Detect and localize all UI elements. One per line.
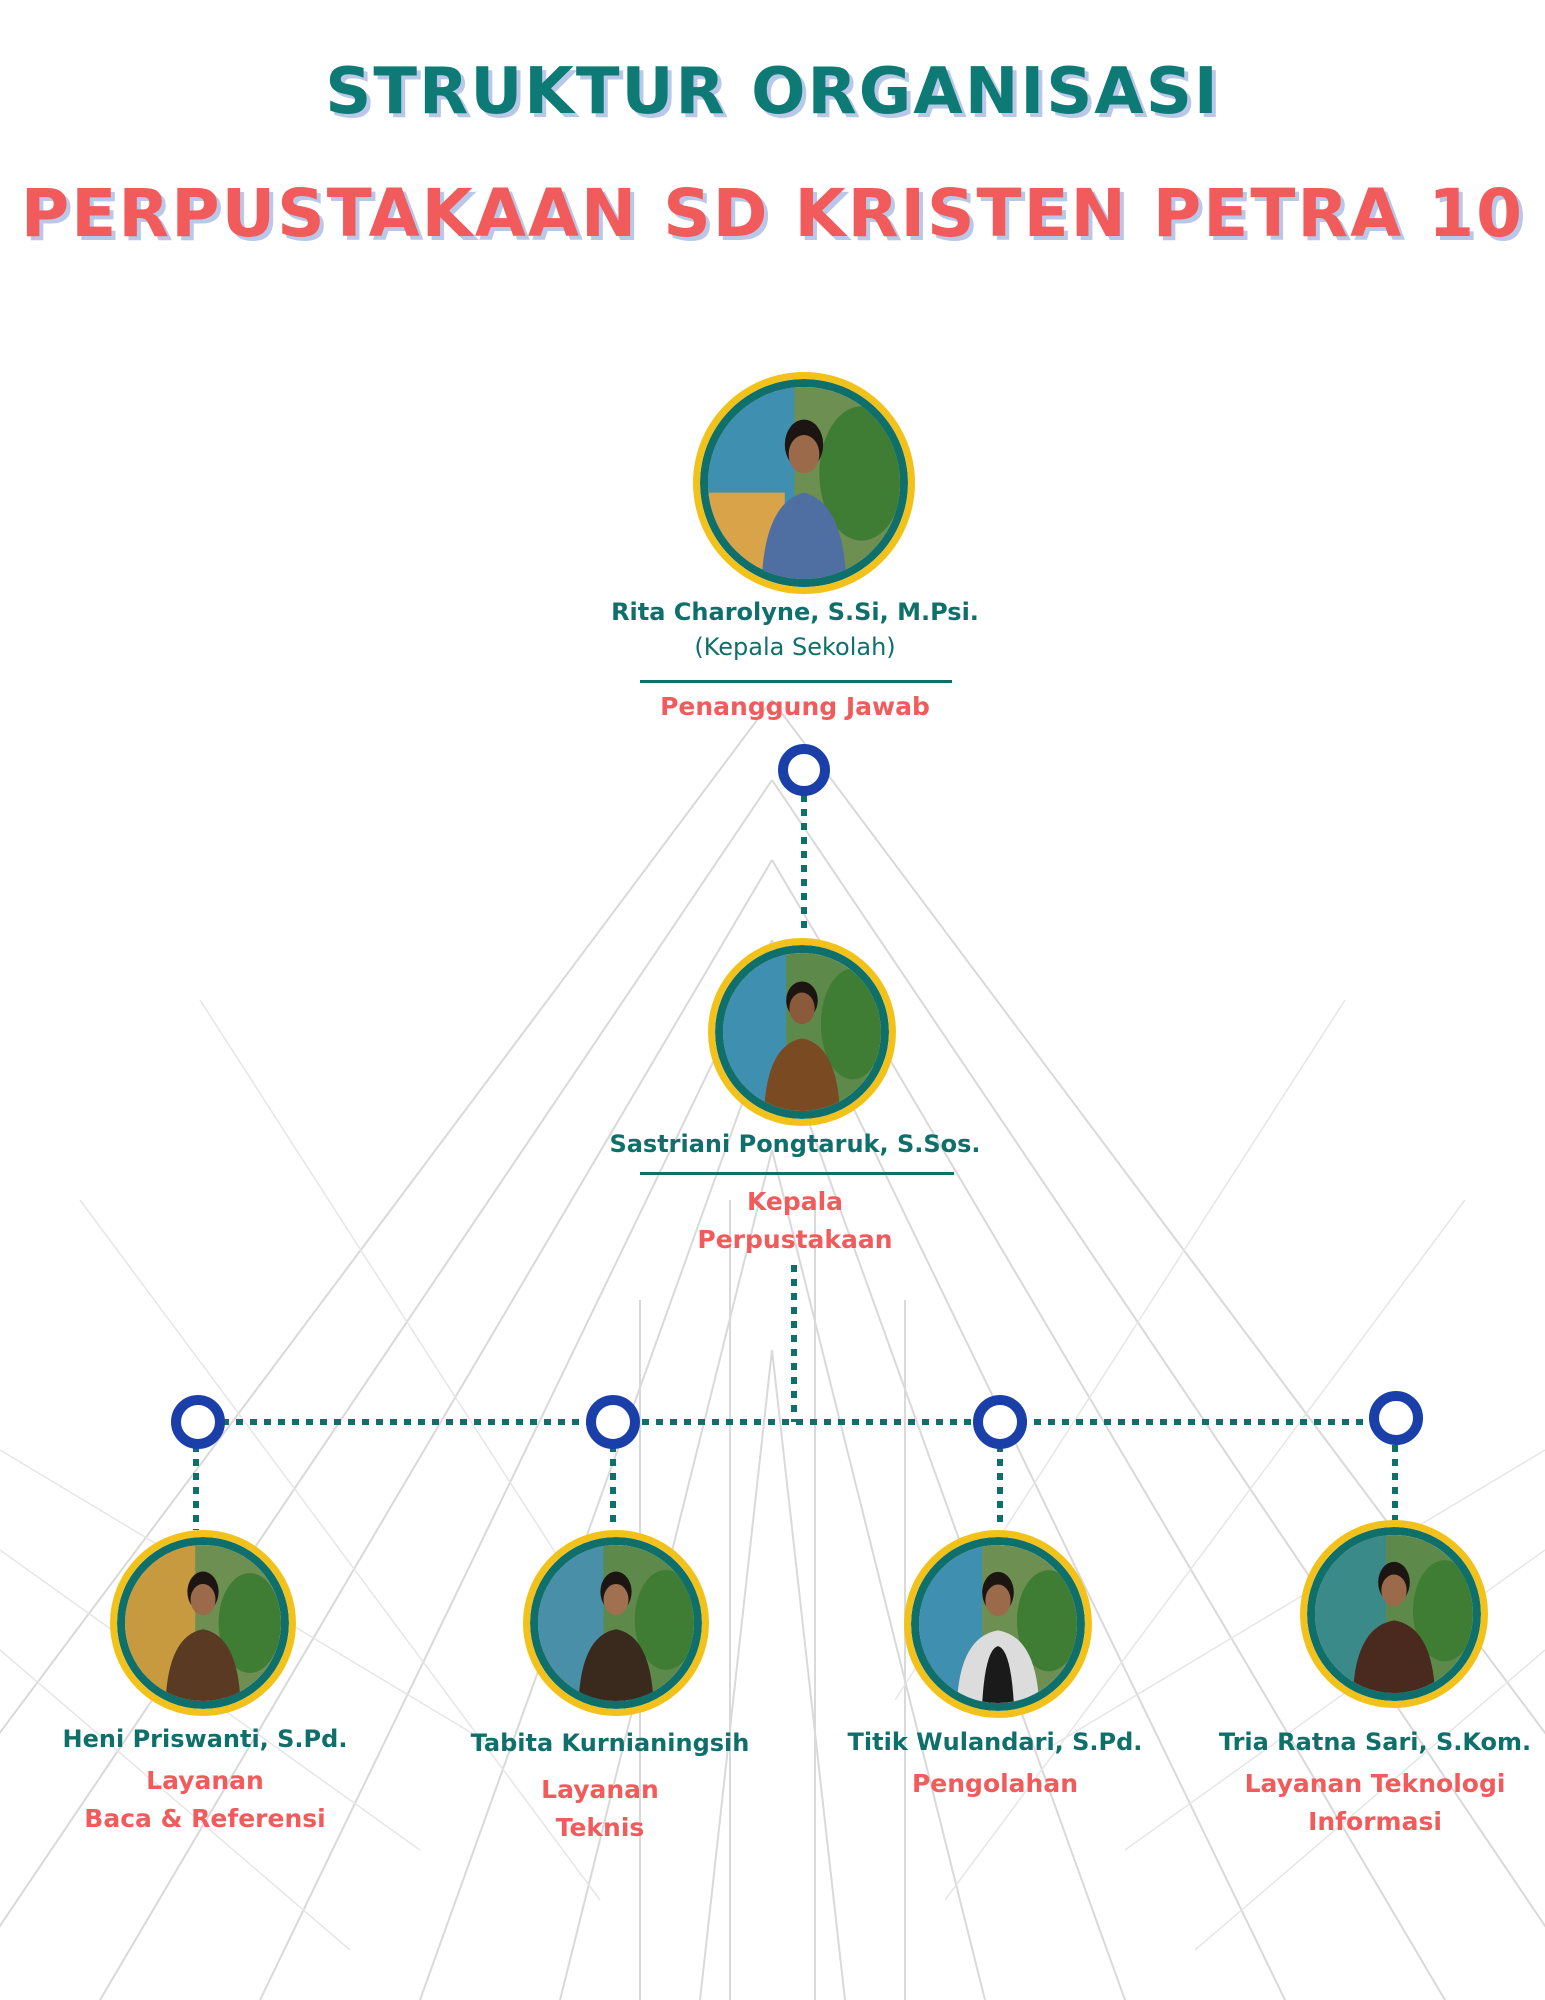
library-head-divider bbox=[640, 1172, 954, 1175]
staff-4-role: Layanan Teknologi Informasi bbox=[1215, 1765, 1535, 1841]
avatar-staff-3 bbox=[904, 1530, 1092, 1718]
avatar-library-head bbox=[708, 938, 896, 1126]
avatar-head bbox=[693, 372, 915, 594]
head-divider bbox=[640, 680, 952, 683]
head-position: (Kepala Sekolah) bbox=[694, 633, 896, 661]
node-staff-3 bbox=[973, 1395, 1027, 1449]
person-photo-icon bbox=[1315, 1535, 1473, 1693]
library-head-role-line2: Perpustakaan bbox=[697, 1225, 893, 1254]
staff-3-role: Pengolahan bbox=[830, 1765, 1160, 1803]
node-staff-2 bbox=[586, 1395, 640, 1449]
library-head-role: Kepala Perpustakaan bbox=[540, 1183, 1050, 1259]
staff-1-role-line2: Baca & Referensi bbox=[84, 1804, 326, 1833]
node-staff-1 bbox=[171, 1395, 225, 1449]
head-role: Penanggung Jawab bbox=[540, 688, 1050, 726]
avatar-staff-2 bbox=[523, 1530, 709, 1716]
avatar-staff-1 bbox=[110, 1530, 296, 1716]
staff-4-name: Tria Ratna Sari, S.Kom. bbox=[1218, 1728, 1532, 1756]
staff-1-role-line1: Layanan bbox=[146, 1766, 264, 1795]
title-line-1: STRUKTUR ORGANISASI bbox=[325, 55, 1220, 129]
staff-1-role: Layanan Baca & Referensi bbox=[40, 1762, 370, 1838]
node-head bbox=[778, 744, 830, 796]
staff-4-role-line2: Informasi bbox=[1308, 1807, 1442, 1836]
library-head-name: Sastriani Pongtaruk, S.Sos. bbox=[609, 1130, 981, 1158]
person-photo-icon bbox=[538, 1545, 694, 1701]
staff-2-role: Layanan Teknis bbox=[440, 1771, 760, 1847]
head-name: Rita Charolyne, S.Si, M.Psi. bbox=[611, 598, 979, 626]
staff-2-role-line1: Layanan bbox=[541, 1775, 659, 1804]
node-staff-4 bbox=[1369, 1391, 1423, 1445]
person-photo-icon bbox=[708, 387, 900, 579]
staff-1-name: Heni Priswanti, S.Pd. bbox=[62, 1725, 348, 1753]
staff-3-role-line1: Pengolahan bbox=[911, 1769, 1079, 1798]
staff-4-role-line1: Layanan Teknologi bbox=[1244, 1769, 1506, 1798]
person-photo-icon bbox=[919, 1545, 1077, 1703]
person-photo-icon bbox=[723, 953, 881, 1111]
staff-2-name: Tabita Kurnianingsih bbox=[470, 1729, 750, 1757]
person-photo-icon bbox=[125, 1545, 281, 1701]
library-head-role-line1: Kepala bbox=[746, 1187, 844, 1216]
head-role-text: Penanggung Jawab bbox=[660, 692, 930, 721]
staff-2-role-line2: Teknis bbox=[555, 1813, 645, 1842]
staff-3-name: Titik Wulandari, S.Pd. bbox=[847, 1728, 1143, 1756]
avatar-staff-4 bbox=[1300, 1520, 1488, 1708]
title-line-2: PERPUSTAKAAN SD KRISTEN PETRA 10 bbox=[20, 175, 1525, 252]
